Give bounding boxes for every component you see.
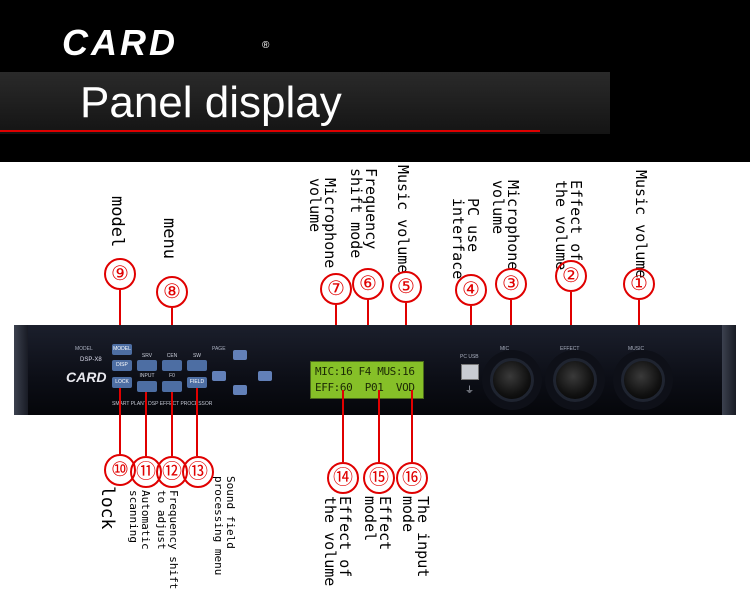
rack-ear-right bbox=[722, 325, 736, 415]
callout-number-4: ④ bbox=[455, 274, 487, 306]
display-button[interactable] bbox=[112, 360, 132, 371]
leader-9 bbox=[119, 290, 121, 344]
callout-number-3: ③ bbox=[495, 268, 527, 300]
callout-label-effect-model: Effect model bbox=[361, 496, 394, 551]
arrow-up-button[interactable] bbox=[233, 350, 247, 360]
model-button[interactable] bbox=[112, 344, 132, 355]
usb-port[interactable] bbox=[461, 364, 479, 380]
title-underline bbox=[0, 130, 540, 132]
lock-button[interactable] bbox=[112, 377, 132, 388]
device-model: DSP-X8 bbox=[80, 357, 102, 363]
title-bar bbox=[0, 72, 610, 134]
callout-number-2: ② bbox=[555, 260, 587, 292]
srv-button[interactable] bbox=[137, 360, 157, 371]
callout-label-sound-field: Sound field processing menu bbox=[212, 476, 237, 576]
lcd-line-2: EFF:60 P01 VOD bbox=[315, 381, 415, 394]
callout-number-7: ⑦ bbox=[320, 273, 352, 305]
callout-number-5: ⑤ bbox=[390, 271, 422, 303]
callout-number-16: ⑯ bbox=[396, 462, 428, 494]
callout-label-freq-adjust: Frequency shift to adjust bbox=[155, 490, 180, 589]
sw-button-label: SW bbox=[192, 353, 202, 359]
leader-10 bbox=[119, 388, 121, 454]
lcd-line-1: MIC:16 F4 MUS:16 bbox=[315, 365, 415, 378]
arrow-right-button[interactable] bbox=[258, 371, 272, 381]
field-button[interactable] bbox=[187, 377, 207, 388]
callout-number-1: ① bbox=[623, 268, 655, 300]
effect-volume-knob[interactable] bbox=[553, 358, 597, 402]
device-subtitle: SMART PLANT DSP EFFECT PROCESSOR bbox=[112, 401, 213, 407]
lcd-display: MIC:16 F4 MUS:16 EFF:60 P01 VOD bbox=[310, 361, 424, 399]
music-volume-knob[interactable] bbox=[621, 358, 665, 402]
callout-number-14: ⑭ bbox=[327, 462, 359, 494]
leader-13 bbox=[196, 388, 198, 456]
rack-ear-left bbox=[14, 325, 28, 415]
srv-button-label: SRV bbox=[141, 353, 153, 359]
callout-number-8: ⑧ bbox=[156, 276, 188, 308]
field-button-label: FIELD bbox=[189, 379, 205, 385]
cen-button-label: CEN bbox=[166, 353, 178, 359]
effect-knob-label: EFFECT bbox=[560, 346, 580, 352]
callout-label-effect-volume-knob: Effect of the volume bbox=[552, 180, 585, 271]
leader-15 bbox=[378, 390, 380, 462]
callout-label-effect-volume-lcd: Effect of the volume bbox=[321, 496, 354, 587]
frequency-shift-button[interactable] bbox=[162, 381, 182, 392]
usb-icon: ⏚ bbox=[465, 386, 475, 396]
callout-label-input-mode: The input mode bbox=[399, 496, 432, 578]
callout-label-music-volume-lcd: Music volume bbox=[394, 165, 412, 274]
f0-button-label: F0 bbox=[169, 373, 175, 379]
callout-number-15: ⑮ bbox=[363, 462, 395, 494]
mic-knob-label: MIC bbox=[500, 346, 510, 352]
sw-button[interactable] bbox=[187, 360, 207, 371]
callout-label-pc-interface: PC use interface bbox=[449, 198, 482, 280]
page-title: Panel display bbox=[80, 78, 342, 127]
callout-label-frequency-shift: Frequency shift mode bbox=[347, 168, 380, 259]
callout-label-music-volume-knob: Music volume bbox=[632, 170, 650, 279]
callout-label-lock: lock bbox=[97, 486, 118, 530]
leader-12 bbox=[171, 392, 173, 456]
device-brand-logo: CARD bbox=[66, 369, 107, 385]
brand-logo: CARD bbox=[62, 22, 178, 63]
callout-label-mic-volume: Microphone volume bbox=[306, 178, 339, 269]
model-button-label: MODEL bbox=[113, 346, 131, 352]
registered-mark: ® bbox=[262, 40, 270, 51]
music-knob-label: MUSIC bbox=[628, 346, 645, 352]
mic-volume-knob[interactable] bbox=[490, 358, 534, 402]
arrow-left-button[interactable] bbox=[212, 371, 226, 381]
callout-number-13: ⑬ bbox=[182, 456, 214, 488]
leader-14 bbox=[342, 390, 344, 462]
lock-button-label: LOCK bbox=[115, 379, 129, 385]
auto-scan-button[interactable] bbox=[137, 381, 157, 392]
callout-number-6: ⑥ bbox=[352, 268, 384, 300]
callout-label-auto-scan: Automatic scanning bbox=[127, 490, 152, 550]
callout-label-model: model bbox=[107, 196, 127, 248]
callout-label-mic-volume-knob: Microphone volume bbox=[489, 180, 522, 271]
callout-label-menu: menu bbox=[159, 218, 179, 259]
input-button-label: INPUT bbox=[139, 373, 155, 379]
menu-button[interactable] bbox=[162, 360, 182, 371]
display-button-label: DISP bbox=[116, 362, 128, 368]
model-badge-label: MODEL bbox=[75, 346, 93, 352]
leader-16 bbox=[411, 390, 413, 462]
leader-11 bbox=[145, 392, 147, 456]
page-label: PAGE bbox=[212, 346, 226, 352]
arrow-down-button[interactable] bbox=[233, 385, 247, 395]
callout-number-9: ⑨ bbox=[104, 258, 136, 290]
pc-usb-label: PC USB bbox=[460, 354, 479, 360]
